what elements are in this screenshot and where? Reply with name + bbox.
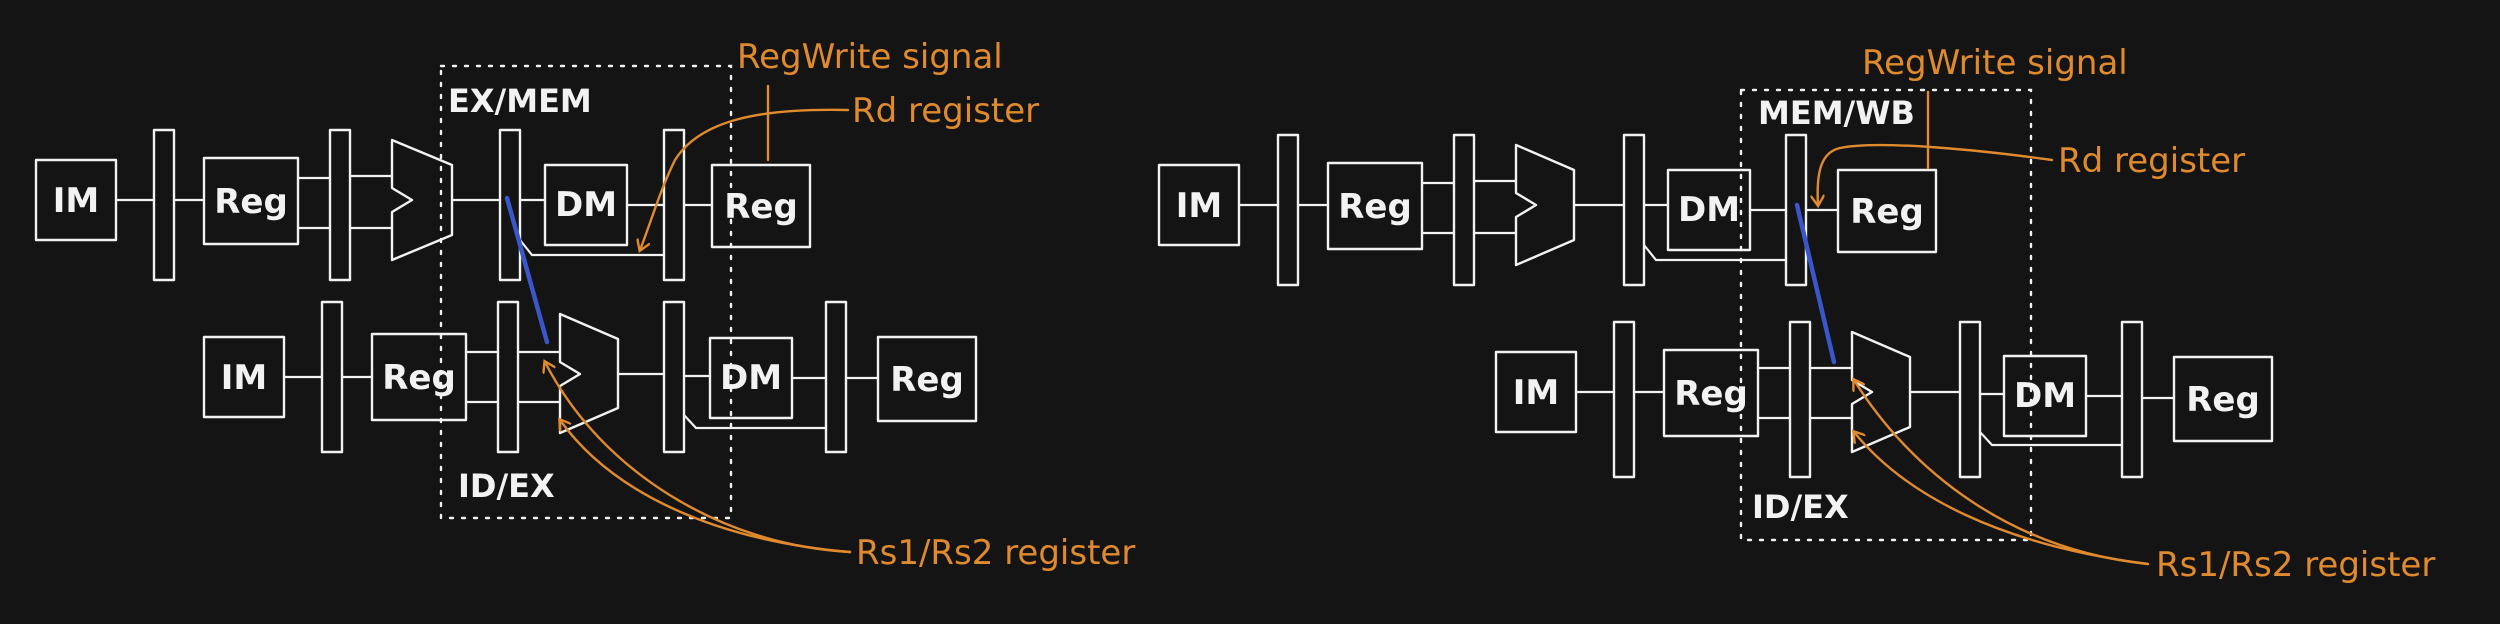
im-unit: [1494, 350, 1578, 434]
instruction-1-pipeline: IM Reg DM Reg: [1157, 133, 1938, 287]
right-diagram: IM Reg DM Reg: [1157, 43, 2435, 585]
forwarding-path: [504, 195, 550, 345]
mem-wb-register: [2120, 320, 2144, 479]
im-unit: [1157, 163, 1241, 247]
im-label: IM: [1513, 373, 1559, 413]
reg-write-unit: [1836, 168, 1938, 254]
id-ex-register: [1452, 133, 1476, 287]
instruction-2-pipeline: IM Reg DM Reg: [202, 300, 978, 454]
rs-annotation: Rs1/Rs2 register: [2156, 545, 2435, 585]
ex-mem-register: [1622, 133, 1646, 287]
dm-label: DM: [2014, 376, 2076, 416]
reg-read-unit: [370, 332, 468, 422]
pipeline-register-label: MEM/WB: [1758, 94, 1915, 132]
forwarding-path: [1794, 202, 1837, 365]
reg-read-unit: [1662, 348, 1760, 438]
alu-unit: [558, 312, 620, 435]
reg-write-unit: [2172, 355, 2274, 443]
rs-annotation: Rs1/Rs2 register: [856, 533, 1135, 573]
if-id-register: [1276, 133, 1300, 287]
rs-arrow-2: [1854, 432, 2150, 566]
rs-arrow-2: [560, 420, 852, 554]
mem-wb-highlight-box: [1739, 88, 2033, 542]
alu-unit: [1514, 143, 1576, 267]
rd-annotation: Rd register: [2058, 141, 2245, 181]
reg-label: Reg: [214, 182, 288, 222]
reg-read-unit: [1326, 161, 1424, 251]
dm-label: DM: [1678, 190, 1740, 230]
instruction-1-pipeline: IM Reg DM Reg: [34, 128, 812, 282]
rd-annotation: Rd register: [852, 91, 1039, 131]
dm-label: DM: [720, 358, 782, 398]
regwrite-annotation: RegWrite signal: [1862, 43, 2128, 83]
id-ex-register: [328, 128, 352, 282]
dm-label: DM: [555, 185, 617, 225]
im-unit: [34, 158, 118, 242]
reg-label: Reg: [1338, 187, 1412, 227]
reg-write-label: Reg: [2186, 380, 2260, 420]
reg-write-label: Reg: [890, 360, 964, 400]
instruction-2-pipeline: IM Reg DM Reg: [1494, 320, 2274, 479]
rs-arrow-1: [1854, 380, 2150, 566]
id-ex-register: [496, 300, 520, 454]
im-label: IM: [53, 181, 99, 221]
ex-mem-highlight-box: [439, 64, 733, 520]
if-id-register: [320, 300, 344, 454]
reg-write-label: Reg: [724, 187, 798, 227]
pipeline-register-label: EX/MEM: [448, 82, 592, 120]
reg-label: Reg: [382, 358, 456, 398]
reg-read-unit: [202, 156, 300, 246]
ex-mem-register: [498, 128, 522, 282]
alu-unit: [390, 138, 454, 262]
if-id-register: [1612, 320, 1636, 479]
if-id-register: [152, 128, 176, 282]
stage-register-label: ID/EX: [458, 467, 555, 505]
rd-arrow: [640, 108, 850, 250]
mem-wb-register: [824, 300, 848, 454]
reg-write-label: Reg: [1850, 192, 1924, 232]
ex-mem-register: [662, 300, 686, 454]
regwrite-annotation: RegWrite signal: [737, 37, 1003, 77]
im-label: IM: [221, 358, 267, 398]
reg-write-unit: [876, 335, 978, 423]
ex-mem-register: [1958, 320, 1982, 479]
rd-arrow: [1818, 143, 2054, 205]
reg-write-unit: [710, 163, 812, 249]
left-diagram: IM Reg DM Reg: [34, 37, 1135, 573]
reg-label: Reg: [1674, 374, 1748, 414]
stage-register-label: ID/EX: [1752, 488, 1849, 526]
rs-arrow-1: [545, 362, 852, 554]
id-ex-register: [1788, 320, 1812, 479]
im-unit: [202, 335, 286, 419]
im-label: IM: [1176, 186, 1222, 226]
